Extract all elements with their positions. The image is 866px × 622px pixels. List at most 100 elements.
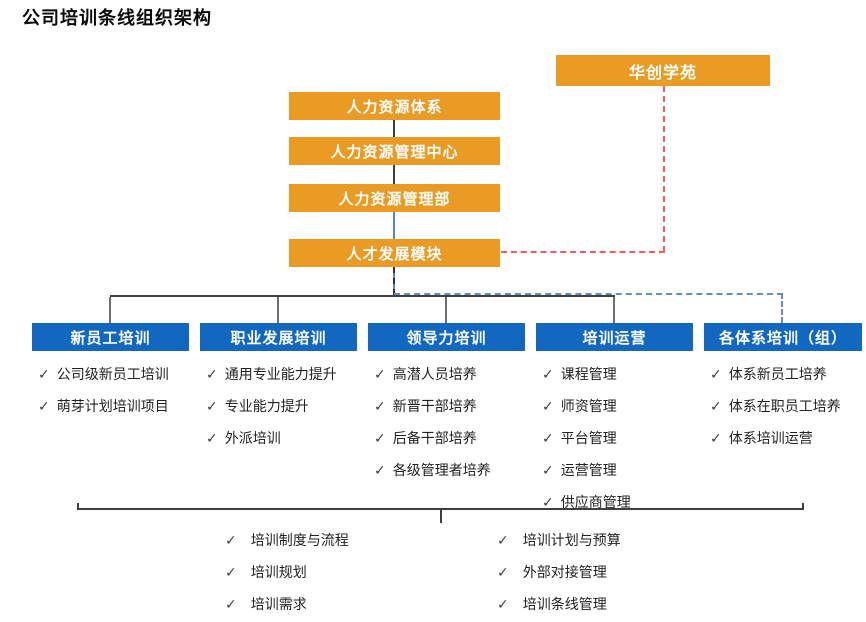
list-item-label: 通用专业能力提升 — [224, 366, 337, 382]
org-box-hr-management-dept: 人力资源管理部 — [289, 184, 500, 212]
list-item: ✓ 培训制度与流程 — [225, 524, 455, 556]
check-icon: ✓ — [38, 397, 50, 414]
list-item: ✓体系新员工培养 — [710, 358, 866, 390]
tree-rail — [110, 295, 615, 297]
list-item: ✓ 课程管理 — [542, 358, 707, 390]
check-icon: ✓ — [225, 531, 237, 548]
list-item: ✓ 师资管理 — [542, 390, 707, 422]
shared-scope-bracket — [77, 503, 804, 510]
connector-center-dept — [393, 165, 395, 184]
check-icon: ✓ — [497, 531, 509, 548]
list-item: ✓ 后备干部培养 — [374, 422, 539, 454]
tree-drop-career-dev — [277, 297, 279, 323]
shared-functions-list-left: ✓ 培训制度与流程 ✓ 培训规划 ✓ 培训需求 — [225, 524, 455, 620]
list-item: ✓ 公司级新员工培训 — [38, 358, 203, 390]
list-item: ✓ 各级管理者培养 — [374, 454, 539, 486]
list-item-label: 公司级新员工培训 — [56, 366, 169, 382]
check-icon: ✓ — [38, 365, 50, 382]
check-icon: ✓ — [374, 429, 386, 446]
dept-list-new-employee-training: ✓ 公司级新员工培训 ✓ 萌芽计划培训项目 — [38, 358, 203, 422]
check-icon: ✓ — [206, 365, 218, 382]
dept-list-system-training-group: ✓体系新员工培养 ✓ 体系在职员工培养 ✓ 体系培训运营 — [710, 358, 866, 454]
dept-box-training-operations: 培训运营 — [536, 323, 693, 351]
check-icon: ✓ — [374, 461, 386, 478]
check-icon: ✓ — [206, 429, 218, 446]
org-box-talent-development-module: 人才发展模块 — [289, 239, 500, 267]
list-item: ✓ 高潜人员培养 — [374, 358, 539, 390]
dept-list-career-development-training: ✓ 通用专业能力提升 ✓ 专业能力提升 ✓ 外派培训 — [206, 358, 371, 454]
list-item-label: 培训需求 — [250, 596, 307, 612]
list-item: ✓ 体系在职员工培养 — [710, 390, 866, 422]
check-icon: ✓ — [374, 365, 386, 382]
dept-list-training-operations: ✓ 课程管理 ✓ 师资管理 ✓ 平台管理 ✓ 运营管理 ✓供应商管理 — [542, 358, 707, 518]
list-item-label: 培训计划与预算 — [522, 532, 621, 548]
check-icon: ✓ — [225, 563, 237, 580]
list-item-label: 外部对接管理 — [522, 564, 607, 580]
list-item-label: 专业能力提升 — [224, 398, 309, 414]
check-icon: ✓ — [542, 397, 554, 414]
connector-dept-module-blue — [393, 212, 395, 239]
blue-dashed-branch-vertical — [781, 293, 783, 323]
list-item-label: 师资管理 — [560, 398, 617, 414]
check-icon: ✓ — [374, 397, 386, 414]
list-item: ✓ 外派培训 — [206, 422, 371, 454]
check-icon: ✓ — [206, 397, 218, 414]
dept-box-new-employee-training: 新员工培训 — [32, 323, 189, 351]
list-item: ✓ 体系培训运营 — [710, 422, 866, 454]
tree-drop-new-employee — [109, 297, 111, 323]
list-item: ✓ 运营管理 — [542, 454, 707, 486]
list-item-label: 培训制度与流程 — [250, 532, 349, 548]
list-item: ✓ 平台管理 — [542, 422, 707, 454]
list-item-label: 体系培训运营 — [728, 430, 813, 446]
tree-drop-leadership — [445, 297, 447, 323]
list-item-label: 萌芽计划培训项目 — [56, 398, 169, 414]
check-icon: ✓ — [710, 429, 722, 446]
list-item-label: 体系新员工培养 — [728, 366, 827, 382]
bracket-center-tick — [440, 510, 442, 523]
check-icon: ✓ — [542, 493, 554, 510]
list-item: ✓ 培训需求 — [225, 588, 455, 620]
list-item: ✓供应商管理 — [542, 486, 707, 518]
list-item-label: 培训规划 — [250, 564, 307, 580]
connector-module-tree-dashed — [393, 267, 395, 295]
org-box-academy: 华创学苑 — [556, 55, 770, 86]
blue-dashed-branch-horizontal — [394, 293, 783, 295]
list-item: ✓ 培训计划与预算 — [497, 524, 727, 556]
red-dashed-link-horizontal — [501, 251, 665, 253]
dept-box-leadership-training: 领导力培训 — [368, 323, 525, 351]
list-item-label: 课程管理 — [560, 366, 617, 382]
list-item: ✓ 通用专业能力提升 — [206, 358, 371, 390]
tree-drop-operations — [613, 297, 615, 323]
list-item: ✓ 培训规划 — [225, 556, 455, 588]
list-item-label: 新晋干部培养 — [392, 398, 477, 414]
list-item-label: 体系在职员工培养 — [728, 398, 841, 414]
connector-hrsystem-center — [393, 120, 395, 137]
list-item: ✓外部对接管理 — [497, 556, 727, 588]
org-box-hr-system: 人力资源体系 — [289, 92, 500, 120]
red-dashed-link-vertical — [663, 86, 665, 252]
list-item-label: 平台管理 — [560, 430, 617, 446]
list-item-label: 培训条线管理 — [522, 596, 607, 612]
list-item: ✓ 新晋干部培养 — [374, 390, 539, 422]
dept-box-system-training-group: 各体系培训（组） — [704, 323, 862, 351]
list-item-label: 高潜人员培养 — [392, 366, 477, 382]
page-title: 公司培训条线组织架构 — [22, 8, 212, 28]
check-icon: ✓ — [542, 429, 554, 446]
list-item: ✓ 培训条线管理 — [497, 588, 727, 620]
check-icon: ✓ — [710, 397, 722, 414]
check-icon: ✓ — [497, 595, 509, 612]
check-icon: ✓ — [225, 595, 237, 612]
org-box-hr-management-center: 人力资源管理中心 — [289, 137, 500, 165]
list-item-label: 各级管理者培养 — [392, 462, 491, 478]
dept-list-leadership-training: ✓ 高潜人员培养 ✓ 新晋干部培养 ✓ 后备干部培养 ✓ 各级管理者培养 — [374, 358, 539, 486]
shared-functions-list-right: ✓ 培训计划与预算 ✓外部对接管理 ✓ 培训条线管理 — [497, 524, 727, 620]
list-item: ✓ 专业能力提升 — [206, 390, 371, 422]
list-item-label: 外派培训 — [224, 430, 281, 446]
list-item: ✓ 萌芽计划培训项目 — [38, 390, 203, 422]
check-icon: ✓ — [542, 461, 554, 478]
check-icon: ✓ — [542, 365, 554, 382]
dept-box-career-development-training: 职业发展培训 — [200, 323, 357, 351]
list-item-label: 后备干部培养 — [392, 430, 477, 446]
list-item-label: 运营管理 — [560, 462, 617, 478]
